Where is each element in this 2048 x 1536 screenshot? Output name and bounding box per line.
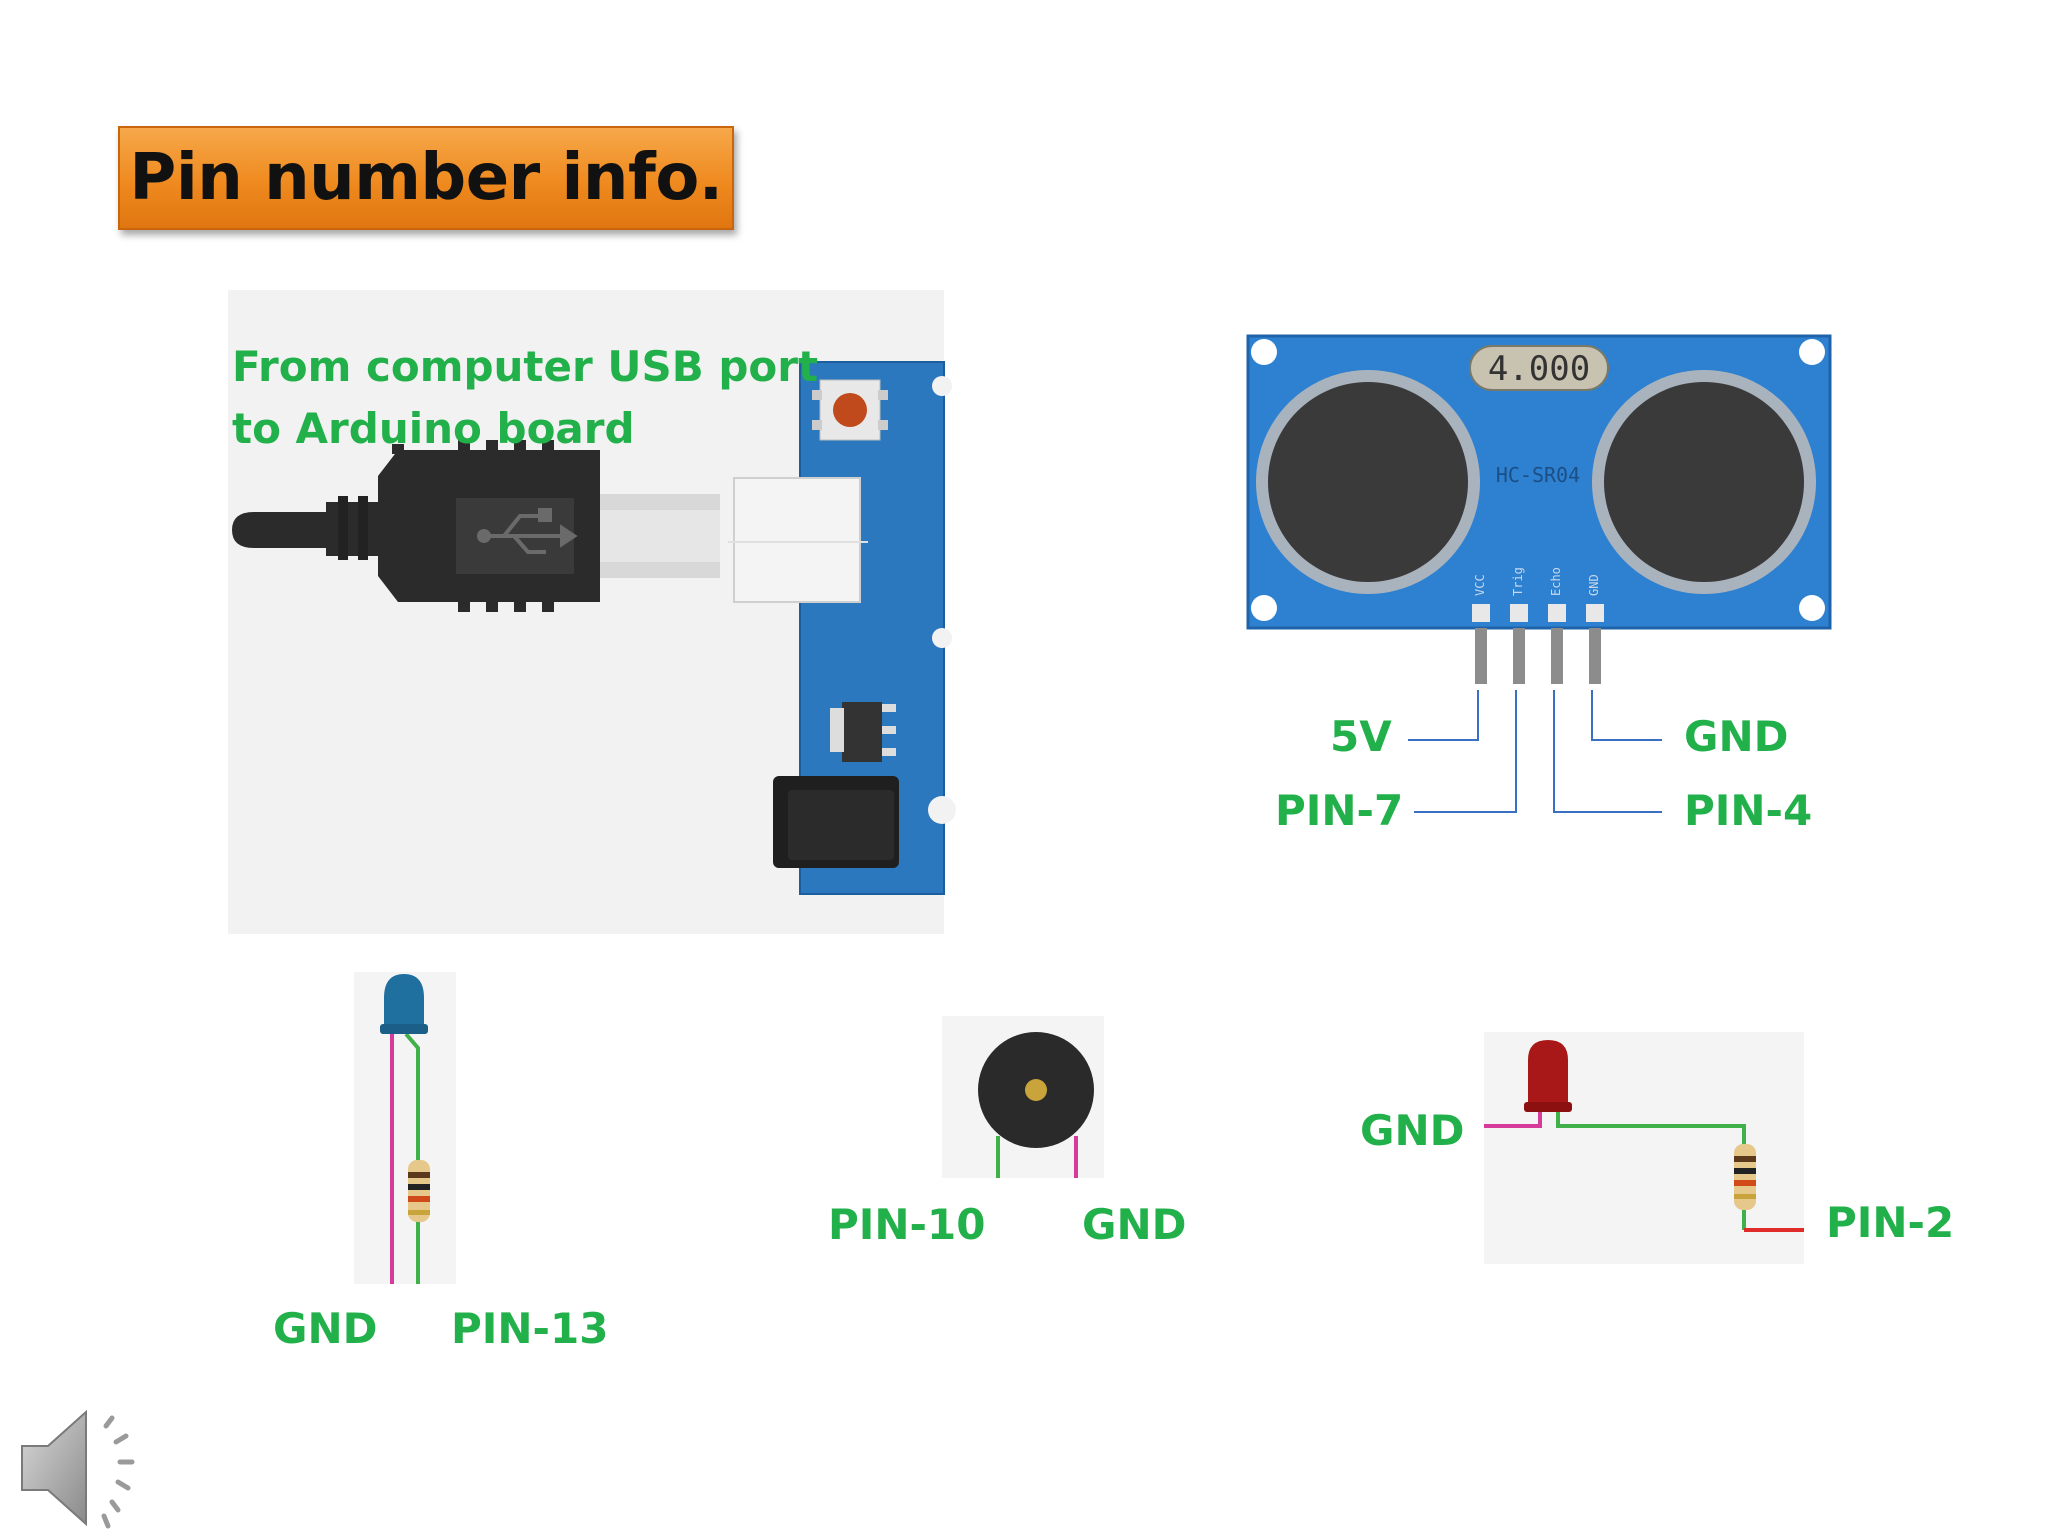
usb-receptacle	[733, 477, 861, 603]
red-led-circuit	[1484, 1040, 1804, 1232]
sensor-leader-lines	[1408, 690, 1662, 813]
red-led-gnd-label: GND	[1360, 1106, 1465, 1155]
blue-led-graphic	[384, 974, 424, 1030]
red-led-graphic	[1528, 1040, 1568, 1108]
blue-led-pin-label: PIN-13	[451, 1304, 609, 1353]
usb-caption-line2: to Arduino board	[232, 404, 635, 453]
usb-caption-line1: From computer USB port	[232, 342, 819, 391]
sensor-label-pin4: PIN-4	[1684, 786, 1813, 835]
title-box: Pin number info.	[118, 126, 734, 230]
buzzer-pin-label: PIN-10	[828, 1200, 986, 1249]
sensor-display	[1469, 345, 1609, 391]
sensor-pins	[1475, 628, 1601, 684]
reset-button-graphic	[812, 379, 888, 441]
buzzer-graphic	[978, 1032, 1094, 1178]
buzzer-gnd-label: GND	[1082, 1200, 1187, 1249]
power-jack-graphic	[773, 776, 899, 868]
sensor-model-text: HC-SR04	[1496, 463, 1580, 487]
blue-led-gnd-label: GND	[273, 1304, 378, 1353]
sensor-label-gnd: GND	[1684, 712, 1789, 761]
pin-name-trig: Trig	[1511, 567, 1525, 596]
arduino-usb-illustration	[232, 361, 956, 895]
blue-led-circuit	[380, 974, 430, 1284]
sensor-label-5v: 5V	[1330, 712, 1392, 761]
resistor-graphic	[408, 1160, 430, 1222]
page-title: Pin number info.	[129, 141, 723, 215]
ultrasonic-sensor: 4.000 HC-SR04 VCC Trig Echo GND	[1246, 334, 1832, 684]
red-led-pin-label: PIN-2	[1826, 1198, 1955, 1247]
sensor-label-pin7: PIN-7	[1275, 786, 1404, 835]
resistor-graphic	[1734, 1144, 1756, 1210]
speaker-icon[interactable]	[20, 1406, 152, 1530]
usb-symbol-icon	[477, 508, 578, 554]
usb-cable	[232, 512, 328, 548]
sensor-display-text: 4.000	[1488, 349, 1590, 389]
usb-caption: From computer USB port to Arduino board	[232, 336, 818, 460]
pin-name-echo: Echo	[1549, 567, 1563, 596]
voltage-regulator-graphic	[830, 702, 896, 762]
pin-name-gnd: GND	[1587, 574, 1601, 596]
pin-name-vcc: VCC	[1473, 574, 1487, 596]
